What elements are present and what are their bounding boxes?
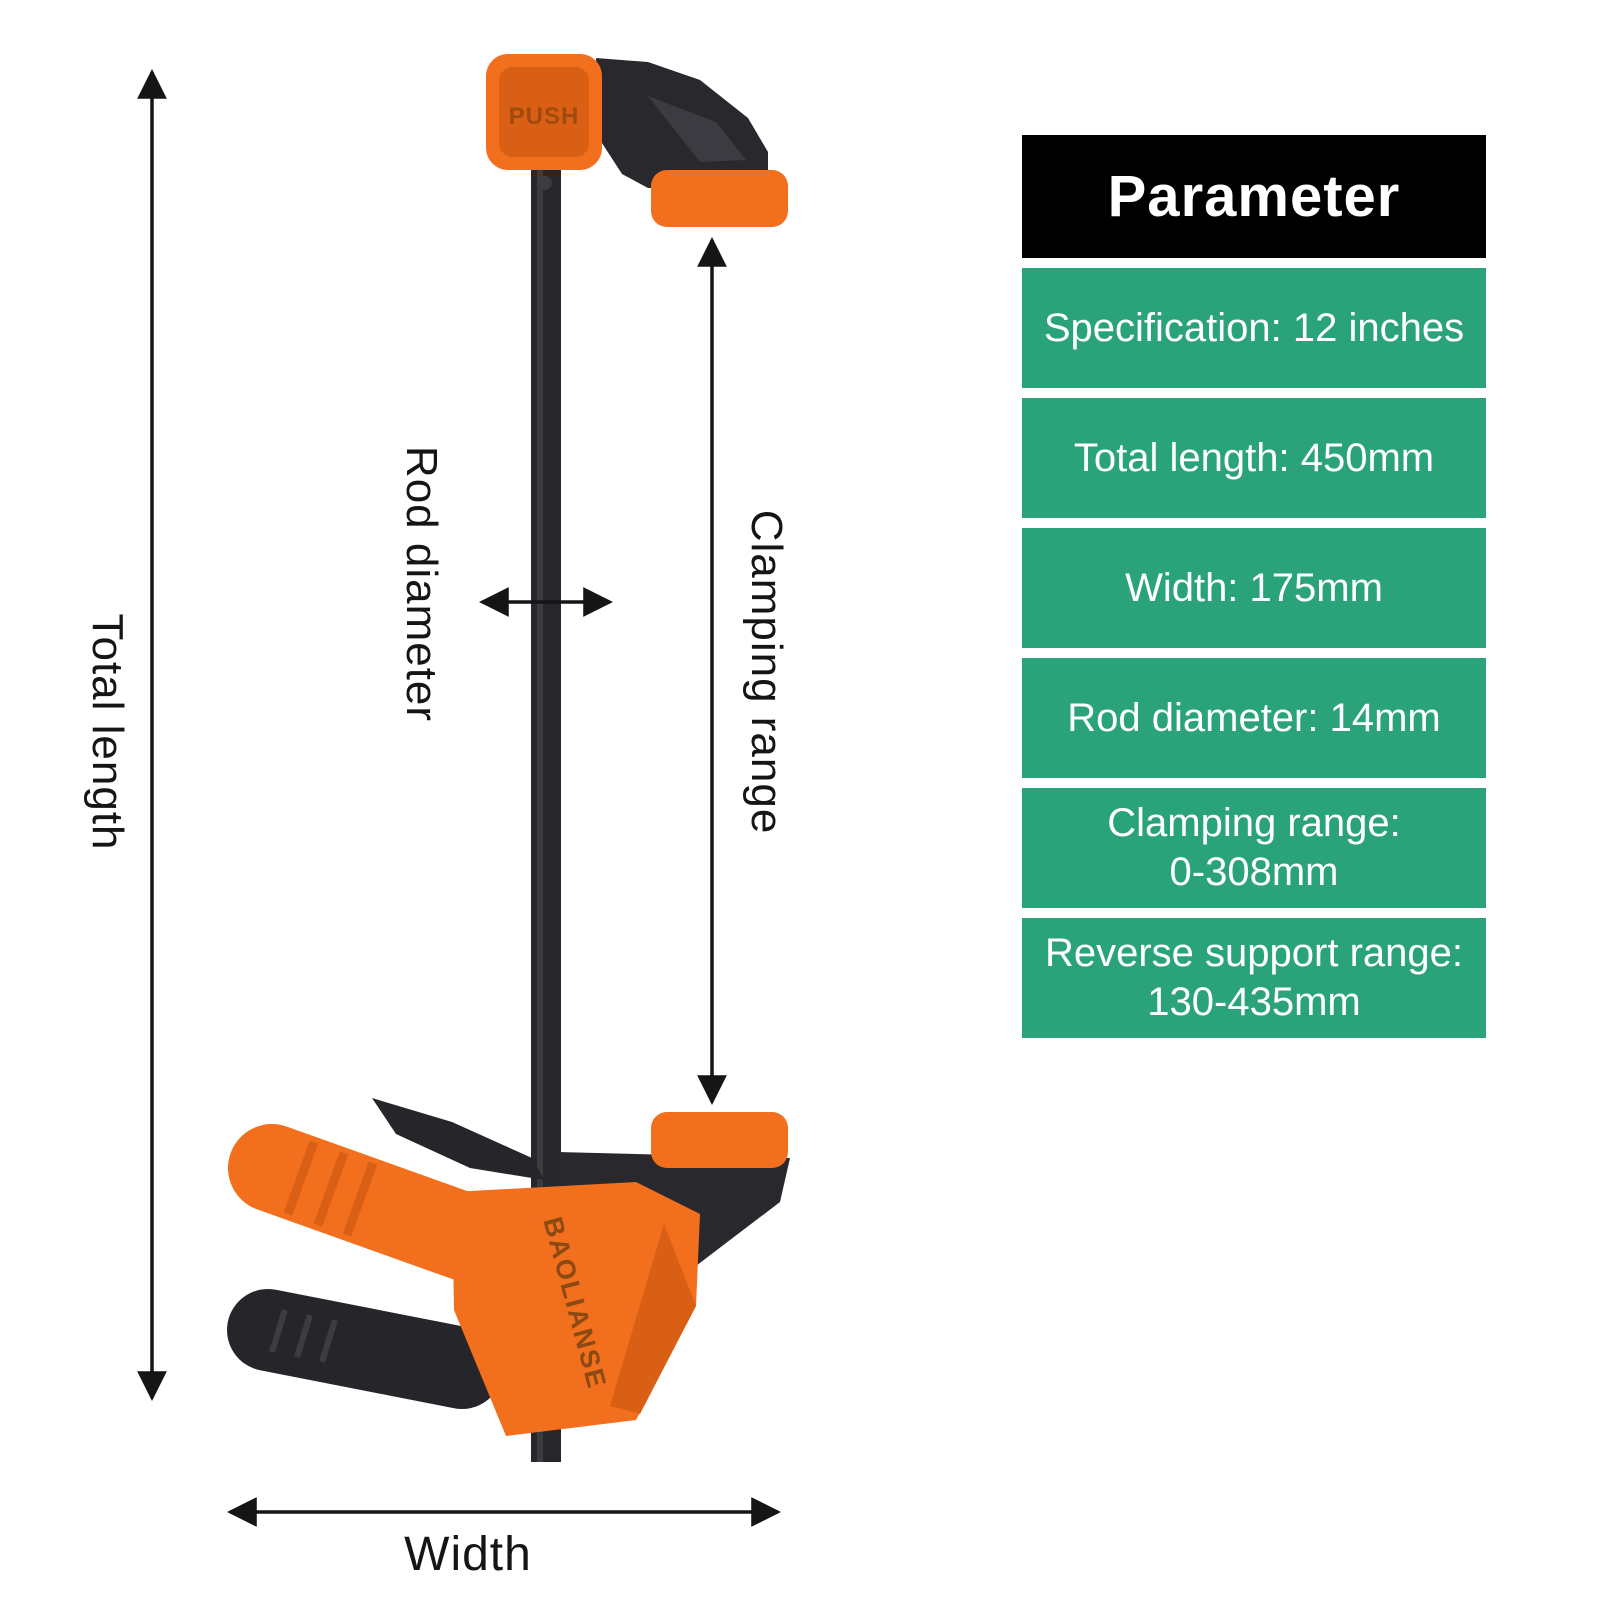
trigger-ridge	[319, 1319, 338, 1363]
spec-row-total-length: Total length: 450mm	[1022, 398, 1486, 518]
push-pad-inner	[499, 67, 589, 157]
clamping-range-label: Clamping range	[742, 509, 791, 835]
parameter-panel: Parameter Specification: 12 inches Total…	[1022, 135, 1486, 1038]
bottom-jaw-pad	[651, 1112, 788, 1168]
spec-text: Reverse support range:	[1044, 931, 1463, 976]
clamp-bar-highlight	[537, 160, 543, 1462]
clamp-top-head-shading	[648, 96, 746, 162]
spec-row-width: Width: 175mm	[1022, 528, 1486, 648]
spec-text-line2: 0-308mm	[1169, 850, 1339, 894]
handle-groove	[283, 1140, 319, 1216]
rod-diameter-label: Rod diameter	[397, 445, 446, 723]
spec-text: Rod diameter: 14mm	[1067, 695, 1441, 740]
push-label: PUSH	[509, 103, 580, 130]
spec-row-clamping-range: Clamping range: 0-308mm	[1022, 788, 1486, 908]
release-lever	[372, 1098, 544, 1180]
spec-row-reverse-support-range: Reverse support range: 130-435mm	[1022, 918, 1486, 1038]
spec-row-rod-diameter: Rod diameter: 14mm	[1022, 658, 1486, 778]
spec-row-specification: Specification: 12 inches	[1022, 268, 1486, 388]
clamp-illustration: PUSH BAOLIANSE	[227, 54, 790, 1462]
spec-text-line2: 130-435mm	[1147, 980, 1361, 1024]
spec-text: Clamping range:	[1107, 801, 1401, 846]
parameter-panel-title: Parameter	[1022, 135, 1486, 258]
top-jaw-pad	[651, 170, 788, 227]
trigger-ridge	[294, 1314, 313, 1358]
total-length-label: Total length	[83, 613, 132, 851]
clamp-body-shading	[610, 1224, 696, 1414]
trigger-ridge	[269, 1309, 288, 1353]
width-label: Width	[404, 1528, 532, 1581]
spec-text: Specification: 12 inches	[1043, 305, 1465, 350]
handle-groove	[342, 1161, 378, 1237]
head-screw	[538, 176, 552, 190]
handle-groove	[313, 1151, 349, 1227]
spec-text: Width: 175mm	[1125, 565, 1383, 610]
spec-text: Total length: 450mm	[1073, 435, 1435, 480]
